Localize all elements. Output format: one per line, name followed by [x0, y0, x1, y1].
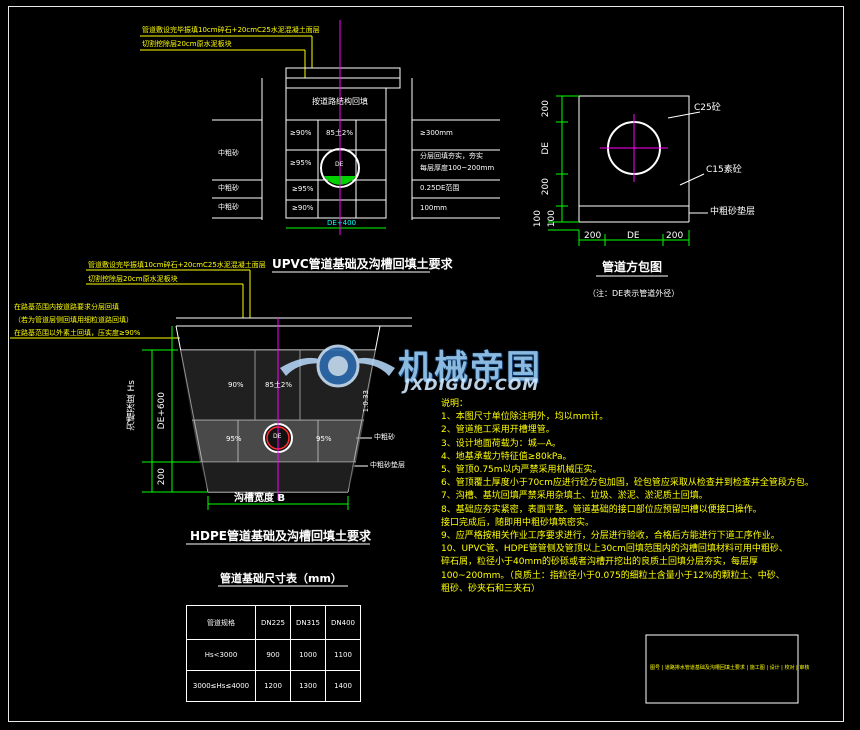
- upvc-pct-5: ≥90%: [292, 204, 314, 212]
- table-row: 3000≤Hs≤4000 1200 1300 1400: [186, 670, 361, 702]
- hdpe-vert-de: DE+600: [157, 392, 167, 430]
- upvc-bottom-dim: DE+400: [327, 219, 357, 227]
- note-item: 5、管顶0.75m以内严禁采用机械压实。: [441, 465, 602, 476]
- table-cell: Hs<3000: [186, 639, 256, 671]
- note-item: 10、UPVC管、HDPE管管侧及管顶以上30cm回填范围内的沟槽回填材料可用中…: [441, 544, 788, 555]
- note-item: 粗砂、砂夹石和三夹石）: [441, 583, 541, 594]
- upvc-left-label-3: 中粗砂: [218, 203, 239, 211]
- box-dim-bottom-3: 200: [666, 231, 684, 241]
- box-note: （注：DE表示管道外径）: [588, 289, 680, 298]
- upvc-left-label-2: 中粗砂: [218, 184, 239, 192]
- hdpe-fill-2: 85土2%: [265, 381, 293, 389]
- note-item: 6、管顶覆土厚度小于70cm应进行砼方包加固，砼包管应采取从检查井到检查井全管段…: [441, 478, 814, 489]
- hdpe-right-sand-base: 中粗砂垫层: [370, 461, 405, 469]
- table-cell: 1100: [325, 639, 361, 671]
- hdpe-leader-5: 在路基范围以外素土回填，压实度≥90%: [14, 329, 141, 337]
- hdpe-width-label: 沟槽宽度 B: [234, 493, 286, 504]
- pipe-foundation-table: 管道规格 DN225 DN315 DN400 Hs<3000 900 1000 …: [186, 605, 361, 702]
- hdpe-fill-3: 95%: [226, 435, 242, 443]
- table-cell: 1400: [325, 670, 361, 702]
- note-item: 碎石屑，粒径小于40mm的砂砾或者沟槽开挖出的良质土回填分层夯实，每层厚: [441, 557, 758, 568]
- upvc-leader-2: 切割挖除层20cm原水泥板块: [142, 40, 232, 48]
- table-cell: 900: [255, 639, 291, 671]
- box-label-c15: C15素砼: [706, 165, 742, 175]
- design-notes: 说明： 1、本图尺寸单位除注明外，均以mm计。 2、管道施工采用开槽埋管。 3、…: [441, 398, 841, 596]
- upvc-pipe: [320, 20, 360, 235]
- upvc-pct-1: ≥90%: [290, 129, 312, 137]
- upvc-pct-3: ≥95%: [290, 159, 312, 167]
- watermark-logo-text: 机械帝国: [398, 348, 542, 388]
- drawing-frame: [8, 6, 844, 722]
- table-header-cell: DN225: [255, 605, 291, 640]
- notes-title: 说明：: [441, 399, 469, 409]
- box-dim-bottom-1: 200: [584, 231, 602, 241]
- box-label-c25: C25砼: [694, 103, 721, 113]
- upvc-title: UPVC管道基础及沟槽回填土要求: [272, 257, 453, 271]
- box-dim-left-1: 200: [541, 100, 551, 118]
- upvc-right-2: 分层回填夯实，夯实: [420, 152, 483, 160]
- upvc-pct-4: ≥95%: [292, 185, 314, 193]
- upvc-right-3: 每层厚度100~200mm: [420, 164, 495, 172]
- box-dim-left-2: DE: [541, 142, 551, 155]
- note-item: 7、沟槽、基坑回填严禁采用杂填土、垃圾、淤泥、淤泥质土回填。: [441, 491, 708, 502]
- box-dim-bottom-2: DE: [627, 231, 640, 241]
- box-dim-left-3: 200: [541, 178, 551, 196]
- table-cell: 1300: [290, 670, 326, 702]
- box-label-sand: 中粗砂垫层: [710, 207, 756, 217]
- title-block-border: [645, 634, 799, 704]
- table-row: Hs<3000 900 1000 1100: [186, 639, 361, 671]
- watermark-logo-sub: JXDIGUO.COM: [404, 375, 540, 394]
- hdpe-leader-1: 管道敷设完毕振填10cm碎石+20cmC25水泥混凝土面层: [88, 261, 266, 269]
- title-block-text: 图号 | 道路排水管道基础及沟槽回填土要求 | 施工图 | 设计 | 校对 | …: [650, 665, 810, 671]
- table-header-cell: 管道规格: [186, 605, 256, 640]
- hdpe-pipe: [263, 318, 293, 500]
- table-header-row: 管道规格 DN225 DN315 DN400: [186, 605, 361, 640]
- table-cell: 1200: [255, 670, 291, 702]
- note-item: 接口完成后，随即用中粗砂填筑密实。: [441, 517, 595, 528]
- upvc-center-label: 按道路结构回填: [312, 97, 368, 106]
- note-item: 2、管道施工采用开槽埋管。: [441, 425, 555, 436]
- note-item: 4、地基承载力特征值≥80kPa。: [441, 451, 572, 462]
- upvc-right-1: ≥300mm: [420, 129, 453, 137]
- watermark-gear-icon: [280, 344, 395, 388]
- hdpe-vert-depth: 沟槽深度 Hs: [127, 380, 137, 431]
- hdpe-leader-2: 切割挖除层20cm原水泥板块: [88, 275, 178, 283]
- hdpe-title: HDPE管道基础及沟槽回填土要求: [190, 529, 371, 543]
- hdpe-fill-1: 90%: [228, 381, 244, 389]
- upvc-left-label-1: 中粗砂: [218, 149, 239, 157]
- note-item: 8、基础应夯实紧密，表面平整。管道基础的接口部位应预留凹槽以便接口操作。: [441, 504, 762, 515]
- upvc-right-5: 100mm: [420, 204, 447, 212]
- table-title: 管道基础尺寸表（mm）: [220, 572, 342, 585]
- note-item: 9、应严格按相关作业工序要求进行，分层进行验收，合格后方能进行下道工序作业。: [441, 531, 780, 542]
- hdpe-pipe-label: DE: [273, 433, 282, 440]
- table-cell: 1000: [290, 639, 326, 671]
- table-header-cell: DN315: [290, 605, 326, 640]
- upvc-pipe-label: DE: [335, 161, 344, 168]
- table-header-cell: DN400: [325, 605, 361, 640]
- hdpe-leader-4: （若为管道层侧回填用细粒道路回填）: [14, 316, 133, 324]
- hdpe-dim-200: 200: [157, 468, 167, 486]
- hdpe-leader-3: 在路基范围内按道路要求分层回填: [14, 303, 119, 311]
- note-item: 100~200mm。（良质土：指粒径小于0.075的细粒土含量小于12%的颗粒土…: [441, 570, 785, 581]
- box-dim-left-5: 100: [547, 210, 557, 228]
- box-dim-left-4: 100: [533, 210, 543, 228]
- hdpe-slope: 1:0.33: [362, 390, 370, 413]
- upvc-right-4: 0.25DE范围: [420, 184, 460, 192]
- note-item: 3、设计地面荷载为：城—A。: [441, 438, 561, 449]
- upvc-pct-2: 85土2%: [326, 129, 354, 137]
- hdpe-fill-4: 95%: [316, 435, 332, 443]
- hdpe-right-sand: 中粗砂: [374, 433, 395, 441]
- box-section-lines: [548, 95, 708, 246]
- box-title: 管道方包图: [602, 260, 663, 274]
- upvc-leader-1: 管道敷设完毕振填10cm碎石+20cmC25水泥混凝土面层: [142, 26, 320, 34]
- note-item: 1、本图尺寸单位除注明外，均以mm计。: [441, 412, 609, 423]
- table-cell: 3000≤Hs≤4000: [186, 670, 256, 702]
